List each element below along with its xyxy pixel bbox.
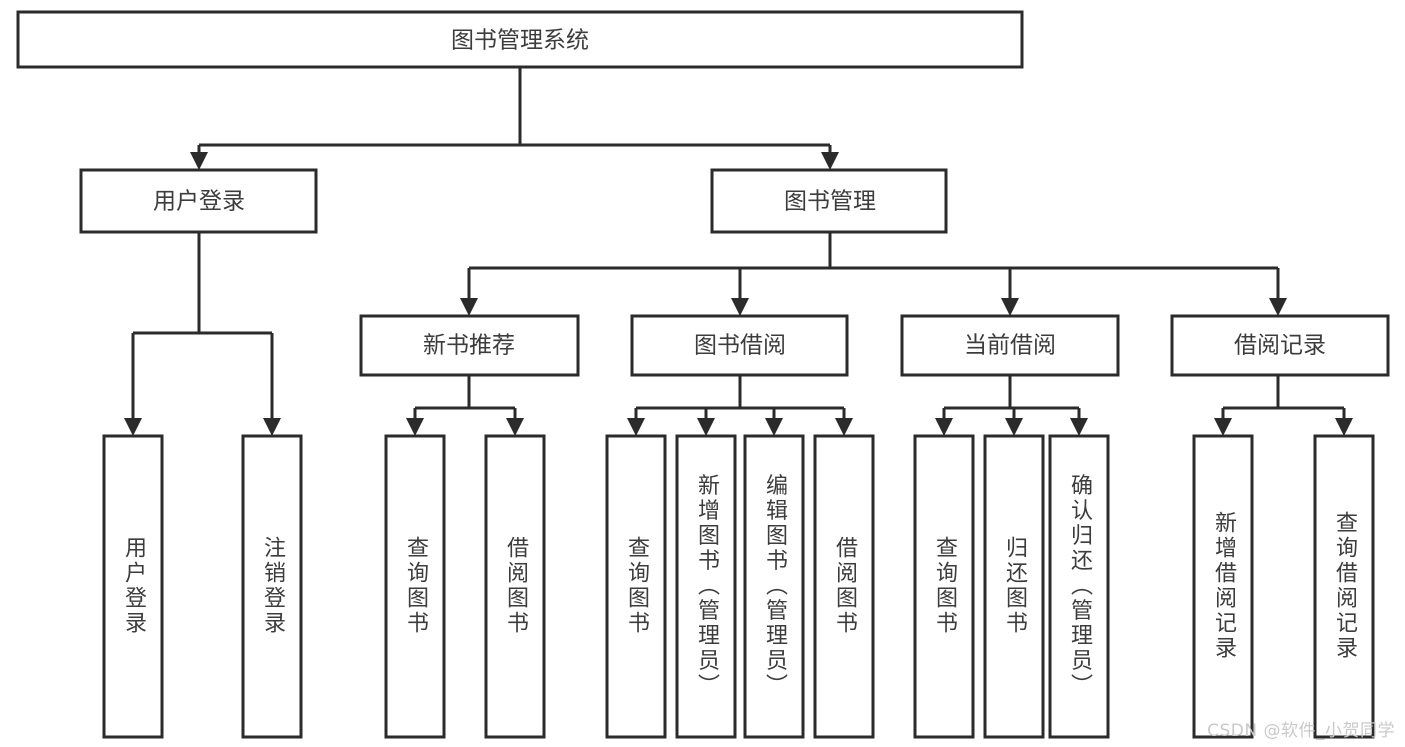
arrowhead-current-borrow-leaf-2 [1005,418,1023,436]
node-leaf-add-borrow-record[interactable]: 新增借阅记录 [1192,434,1254,739]
node-current-borrow-label: 当前借阅 [964,333,1056,359]
node-leaf-edit-book-admin[interactable]: 编辑图书（管理员） [743,434,805,739]
node-leaf-query-book-new-box[interactable] [384,434,446,739]
node-leaf-borrow-book[interactable]: 借阅图书 [813,434,875,739]
node-new-book-recommend-label: 新书推荐 [423,333,515,359]
edge-group-user-login [124,232,281,436]
node-book-borrow-label: 图书借阅 [694,333,786,359]
node-leaf-borrow-book-new[interactable]: 借阅图书 [484,434,546,739]
node-leaf-query-borrow-record[interactable]: 查询借阅记录 [1313,434,1375,739]
node-leaf-user-login[interactable]: 用户登录 [102,434,164,739]
arrowhead-current-borrow-leaf-3 [1070,418,1088,436]
node-leaf-edit-book-admin-box[interactable] [743,434,805,739]
node-current-borrow[interactable]: 当前借阅 [900,314,1120,377]
edge-group-new-book-recommend [406,375,524,436]
node-leaf-query-book-new-label: 查询图书 [403,536,429,636]
arrowhead-current-borrow-leaf-1 [935,418,953,436]
node-leaf-query-book-current[interactable]: 查询图书 [913,434,975,739]
node-leaf-confirm-return-admin[interactable]: 确认归还（管理员） [1048,434,1110,739]
node-user-login[interactable]: 用户登录 [79,168,318,234]
arrowhead-book-borrow-leaf-4 [835,418,853,436]
arrowhead-borrow-record-leaf-1 [1214,418,1232,436]
edge-group-book-manage [460,232,1287,316]
node-leaf-user-login-box[interactable] [102,434,164,739]
node-new-book-recommend-box[interactable] [359,314,580,377]
edge-group-root [190,67,839,170]
node-book-manage-label: 图书管理 [784,189,876,215]
node-leaf-borrow-book-box[interactable] [813,434,875,739]
node-leaf-logout-box[interactable] [241,434,303,739]
node-current-borrow-box[interactable] [900,314,1120,377]
node-borrow-record[interactable]: 借阅记录 [1170,314,1390,377]
arrowhead-user-login-leaf-1 [124,418,142,436]
node-leaf-confirm-return-admin-box[interactable] [1048,434,1110,739]
arrowhead-book-borrow-leaf-1 [627,418,645,436]
edge-group-current-borrow [935,375,1088,436]
node-leaf-add-book-admin[interactable]: 新增图书（管理员） [675,434,737,739]
node-user-login-box[interactable] [79,168,318,234]
node-borrow-record-label: 借阅记录 [1234,333,1326,359]
node-leaf-add-borrow-record-box[interactable] [1192,434,1254,739]
arrowhead-root-to-book-manage [821,152,839,170]
arrowhead-to-borrow-record [1269,298,1287,316]
edge-group-book-borrow [627,375,853,436]
node-leaf-return-book-label: 归还图书 [1002,536,1028,636]
node-leaf-query-borrow-record-box[interactable] [1313,434,1375,739]
arrowhead-user-login-leaf-2 [263,418,281,436]
node-leaf-return-book-box[interactable] [983,434,1045,739]
node-leaf-logout-label: 注销登录 [260,536,286,636]
node-leaf-borrow-book-label: 借阅图书 [832,536,858,636]
node-root-label: 图书管理系统 [451,28,589,54]
edge-group-borrow-record [1214,375,1353,436]
node-leaf-query-book-borrow-box[interactable] [605,434,667,739]
node-leaf-borrow-book-new-label: 借阅图书 [503,536,529,636]
node-leaf-user-login-label: 用户登录 [121,536,147,636]
node-leaf-logout[interactable]: 注销登录 [241,434,303,739]
arrowhead-to-book-borrow [731,298,749,316]
node-leaf-query-book-current-box[interactable] [913,434,975,739]
node-leaf-query-book-borrow-label: 查询图书 [624,536,650,636]
node-leaf-query-borrow-record-label: 查询借阅记录 [1332,511,1358,661]
node-leaf-edit-book-admin-label: 编辑图书（管理员） [762,474,788,699]
arrowhead-book-borrow-leaf-3 [765,418,783,436]
node-leaf-add-book-admin-box[interactable] [675,434,737,739]
node-leaf-add-book-admin-label: 新增图书（管理员） [694,474,720,699]
node-leaf-borrow-book-new-box[interactable] [484,434,546,739]
arrowhead-borrow-record-leaf-2 [1335,418,1353,436]
node-book-borrow[interactable]: 图书借阅 [630,314,849,377]
node-book-borrow-box[interactable] [630,314,849,377]
arrowhead-new-book-leaf-1 [406,418,424,436]
node-leaf-query-book-borrow[interactable]: 查询图书 [605,434,667,739]
node-root-box[interactable] [16,10,1024,69]
node-root[interactable]: 图书管理系统 [16,10,1024,69]
node-book-manage-box[interactable] [710,168,948,234]
node-borrow-record-box[interactable] [1170,314,1390,377]
arrowhead-book-borrow-leaf-2 [697,418,715,436]
node-new-book-recommend[interactable]: 新书推荐 [359,314,580,377]
node-leaf-query-book-current-label: 查询图书 [932,536,958,636]
node-book-manage[interactable]: 图书管理 [710,168,948,234]
arrowhead-new-book-leaf-2 [506,418,524,436]
node-leaf-confirm-return-admin-label: 确认归还（管理员） [1067,474,1093,699]
node-leaf-query-book-new[interactable]: 查询图书 [384,434,446,739]
node-leaf-add-borrow-record-label: 新增借阅记录 [1211,511,1237,661]
arrowhead-to-current-borrow [1001,298,1019,316]
node-leaf-return-book[interactable]: 归还图书 [983,434,1045,739]
node-user-login-label: 用户登录 [153,189,245,215]
arrowhead-to-new-book-recommend [460,298,478,316]
arrowhead-root-to-user-login [190,152,208,170]
